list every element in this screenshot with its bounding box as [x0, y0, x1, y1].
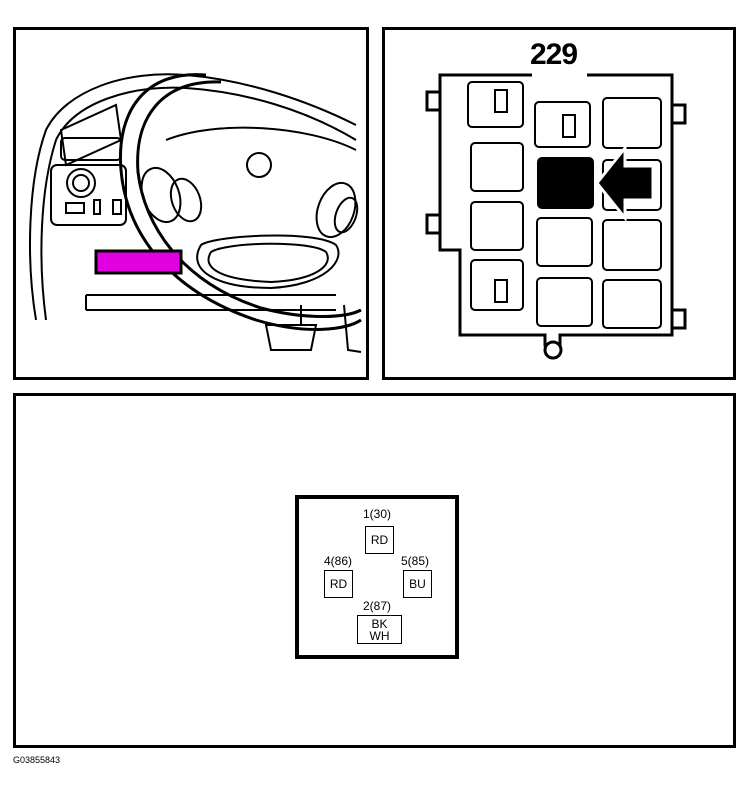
- highlighted-relay: [537, 157, 594, 209]
- highlighted-component: [94, 249, 183, 275]
- fuse-box-number: 229: [530, 38, 578, 71]
- wire-color-text: RD: [329, 577, 348, 591]
- dashboard-drawing: [29, 73, 362, 353]
- pin-label-1: 1(30): [363, 507, 392, 521]
- wire-color-text: RD: [370, 533, 389, 547]
- wire-color-pin-4: RD: [324, 570, 353, 598]
- pointer-arrow: [595, 143, 655, 223]
- wire-color-text: BK: [371, 616, 388, 631]
- connector-panel: 1(30) RD 4(86) RD 5(85) BU 2(87) BK WH: [13, 393, 736, 748]
- wire-color-text: WH: [369, 628, 390, 643]
- fuse-box-drawing: [425, 68, 687, 360]
- wire-color-pin-2: BK WH: [357, 615, 402, 644]
- wire-color-pin-1: RD: [365, 526, 394, 554]
- dashboard-location-panel: [13, 27, 369, 380]
- connector-face: 1(30) RD 4(86) RD 5(85) BU 2(87) BK WH: [295, 495, 459, 659]
- pin-label-5: 5(85): [401, 554, 430, 568]
- pin-label-4: 4(86): [324, 554, 353, 568]
- pin-label-2: 2(87): [363, 599, 392, 613]
- wire-color-pin-5: BU: [403, 570, 432, 598]
- fuse-box-panel: 229: [382, 27, 736, 380]
- wire-color-text: BU: [409, 577, 426, 591]
- figure-id: G03855843: [13, 755, 61, 765]
